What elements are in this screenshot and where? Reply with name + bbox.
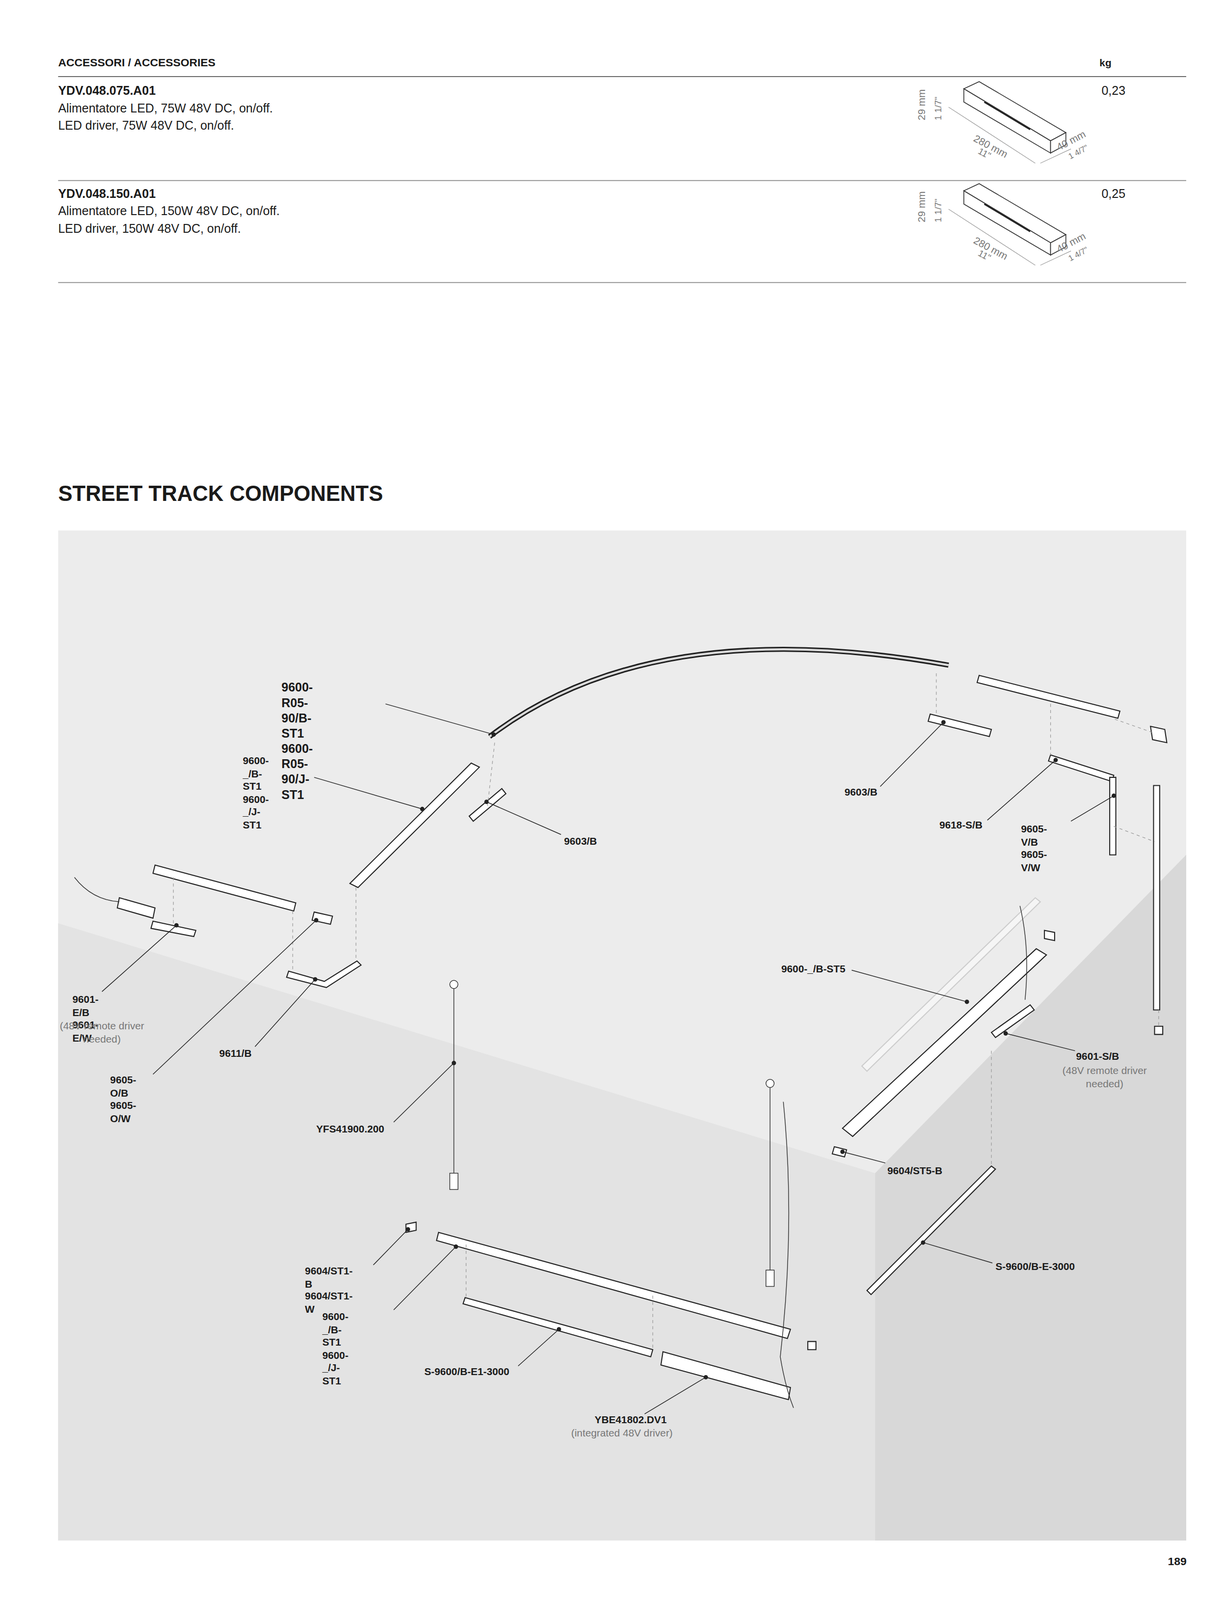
part-code: 9600-_/B-ST1 9600-_/J-ST1 [322, 1310, 349, 1388]
part-code: 9601-S/B [1076, 1050, 1120, 1064]
description: LED driver, 75W 48V DC, on/off. [57, 118, 234, 134]
note: (48V remote driver needed) [57, 1019, 146, 1046]
description: LED driver, 150W 48V DC, on/off. [57, 221, 241, 237]
description: Alimentatore LED, 150W 48V DC, on/off. [57, 203, 280, 219]
part-code: 9600-_/B-ST5 [781, 962, 846, 976]
dimension: 29 mm [915, 190, 929, 222]
part-code: 9600-R05-90/B-ST1 9600-R05-90/J-ST1 [281, 680, 313, 803]
part-code: S-9600/B-E1-3000 [424, 1365, 510, 1379]
part-code: YBE41802.DV1 [594, 1413, 667, 1427]
dimension: 29 mm [915, 89, 929, 121]
description: Alimentatore LED, 75W 48V DC, on/off. [57, 101, 273, 117]
note: (48V remote driver needed) [1060, 1064, 1149, 1091]
part-code: 9611/B [219, 1047, 252, 1061]
dimension: 1 1/7" [933, 198, 945, 223]
part-code: 9618-S/B [939, 818, 983, 832]
part-code: YFS41900.200 [316, 1122, 385, 1136]
note: (integrated 48V driver) [571, 1426, 673, 1440]
dimension: 280 mm [971, 132, 1010, 162]
table-header: ACCESSORI / ACCESSORIES [57, 55, 216, 71]
dimension: 280 mm [971, 234, 1010, 264]
table-header: kg [1099, 56, 1112, 70]
part-code: 9600-_/B-ST1 9600-_/J-ST1 [242, 754, 269, 832]
weight: 0,23 [1101, 83, 1126, 99]
dimension: 1 1/7" [933, 96, 945, 121]
part-code: 9603/B [564, 835, 598, 848]
part-code: 9604/ST5-B [887, 1164, 943, 1178]
part-code: YDV.048.150.A01 [57, 186, 156, 202]
section-title: STREET TRACK COMPONENTS [57, 480, 383, 508]
part-code: 9605-V/B 9605-V/W [1020, 822, 1047, 874]
part-code: S-9600/B-E-3000 [995, 1260, 1075, 1274]
page-number: 189 [1168, 1554, 1187, 1569]
part-code: 9605-O/B 9605-O/W [109, 1073, 137, 1125]
part-code: 9604/ST1-B 9604/ST1-W [304, 1264, 353, 1316]
part-code: YDV.048.075.A01 [57, 83, 156, 99]
part-code: 9603/B [844, 786, 878, 800]
weight: 0,25 [1101, 186, 1126, 202]
